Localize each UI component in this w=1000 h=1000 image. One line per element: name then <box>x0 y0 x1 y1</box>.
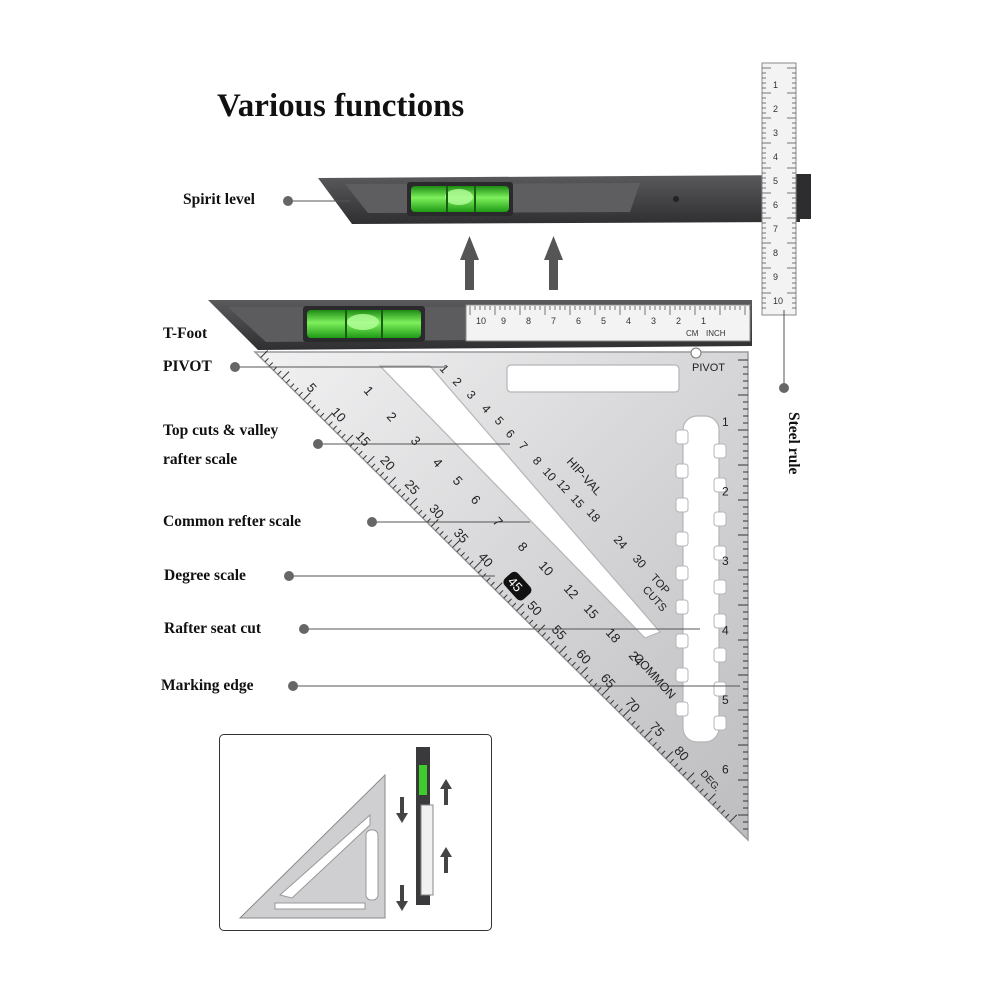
leader-lines <box>235 200 785 687</box>
up-arrow-icon <box>440 779 452 873</box>
ruler-number: 9 <box>773 272 778 282</box>
inch-scale-label: 1 <box>722 415 729 429</box>
label-rafter-seat-cut: Rafter seat cut <box>164 620 261 637</box>
inch-scale-label: 5 <box>722 693 729 707</box>
ruler-number: 3 <box>773 128 778 138</box>
rafter-square <box>253 347 749 842</box>
inch-scale-label: 6 <box>722 763 729 777</box>
ruler-inch-text: INCH <box>706 329 726 338</box>
ruler-number: 1 <box>701 316 706 326</box>
spirit-level-bar <box>318 174 811 224</box>
inch-scale-label: 2 <box>722 485 729 499</box>
label-dots <box>230 196 789 691</box>
label-spirit-level: Spirit level <box>183 191 255 208</box>
up-arrow-icon <box>544 236 563 290</box>
ruler-number: 6 <box>576 316 581 326</box>
ruler-number: 6 <box>773 200 778 210</box>
ruler-number: 8 <box>526 316 531 326</box>
label-pivot: PIVOT <box>163 358 212 375</box>
square-pivot-text: PIVOT <box>692 362 725 374</box>
label-top-cuts-2: rafter scale <box>163 451 238 468</box>
label-t-foot: T-Foot <box>163 325 208 342</box>
label-top-cuts-1: Top cuts & valley <box>163 422 279 439</box>
ruler-number: 7 <box>773 224 778 234</box>
ruler-number: 3 <box>651 316 656 326</box>
assembly-diagram <box>238 747 452 919</box>
label-marking-edge: Marking edge <box>161 677 254 694</box>
label-steel-rule: Steel rule <box>785 412 802 475</box>
degree-45-badge: 45 <box>503 571 532 601</box>
down-arrow-icon <box>396 797 408 911</box>
ruler-number: 4 <box>773 152 778 162</box>
ruler-number: 2 <box>773 104 778 114</box>
ruler-number: 5 <box>773 176 778 186</box>
ruler-number: 10 <box>476 316 486 326</box>
ruler-number: 9 <box>501 316 506 326</box>
ruler-number: 8 <box>773 248 778 258</box>
steel-rule: 1 2 3 4 5 6 7 8 9 10 <box>761 62 797 316</box>
ruler-cm-text: CM <box>686 329 699 338</box>
t-foot: 10 9 8 7 6 5 4 3 2 1CM INCH <box>208 300 752 350</box>
assembly-inset <box>219 734 492 931</box>
ruler-number: 2 <box>676 316 681 326</box>
label-common-rafter: Common refter scale <box>163 513 302 530</box>
ruler-number: 10 <box>773 296 783 306</box>
label-degree-scale: Degree scale <box>164 567 246 584</box>
ruler-number: 7 <box>551 316 556 326</box>
ruler-number: 4 <box>626 316 631 326</box>
up-arrow-icon <box>460 236 479 290</box>
inch-scale-label: 4 <box>722 624 729 638</box>
ruler-number: 1 <box>773 80 778 90</box>
ruler-number: 5 <box>601 316 606 326</box>
page-title: Various functions <box>217 88 465 124</box>
inch-scale-label: 3 <box>722 554 729 568</box>
